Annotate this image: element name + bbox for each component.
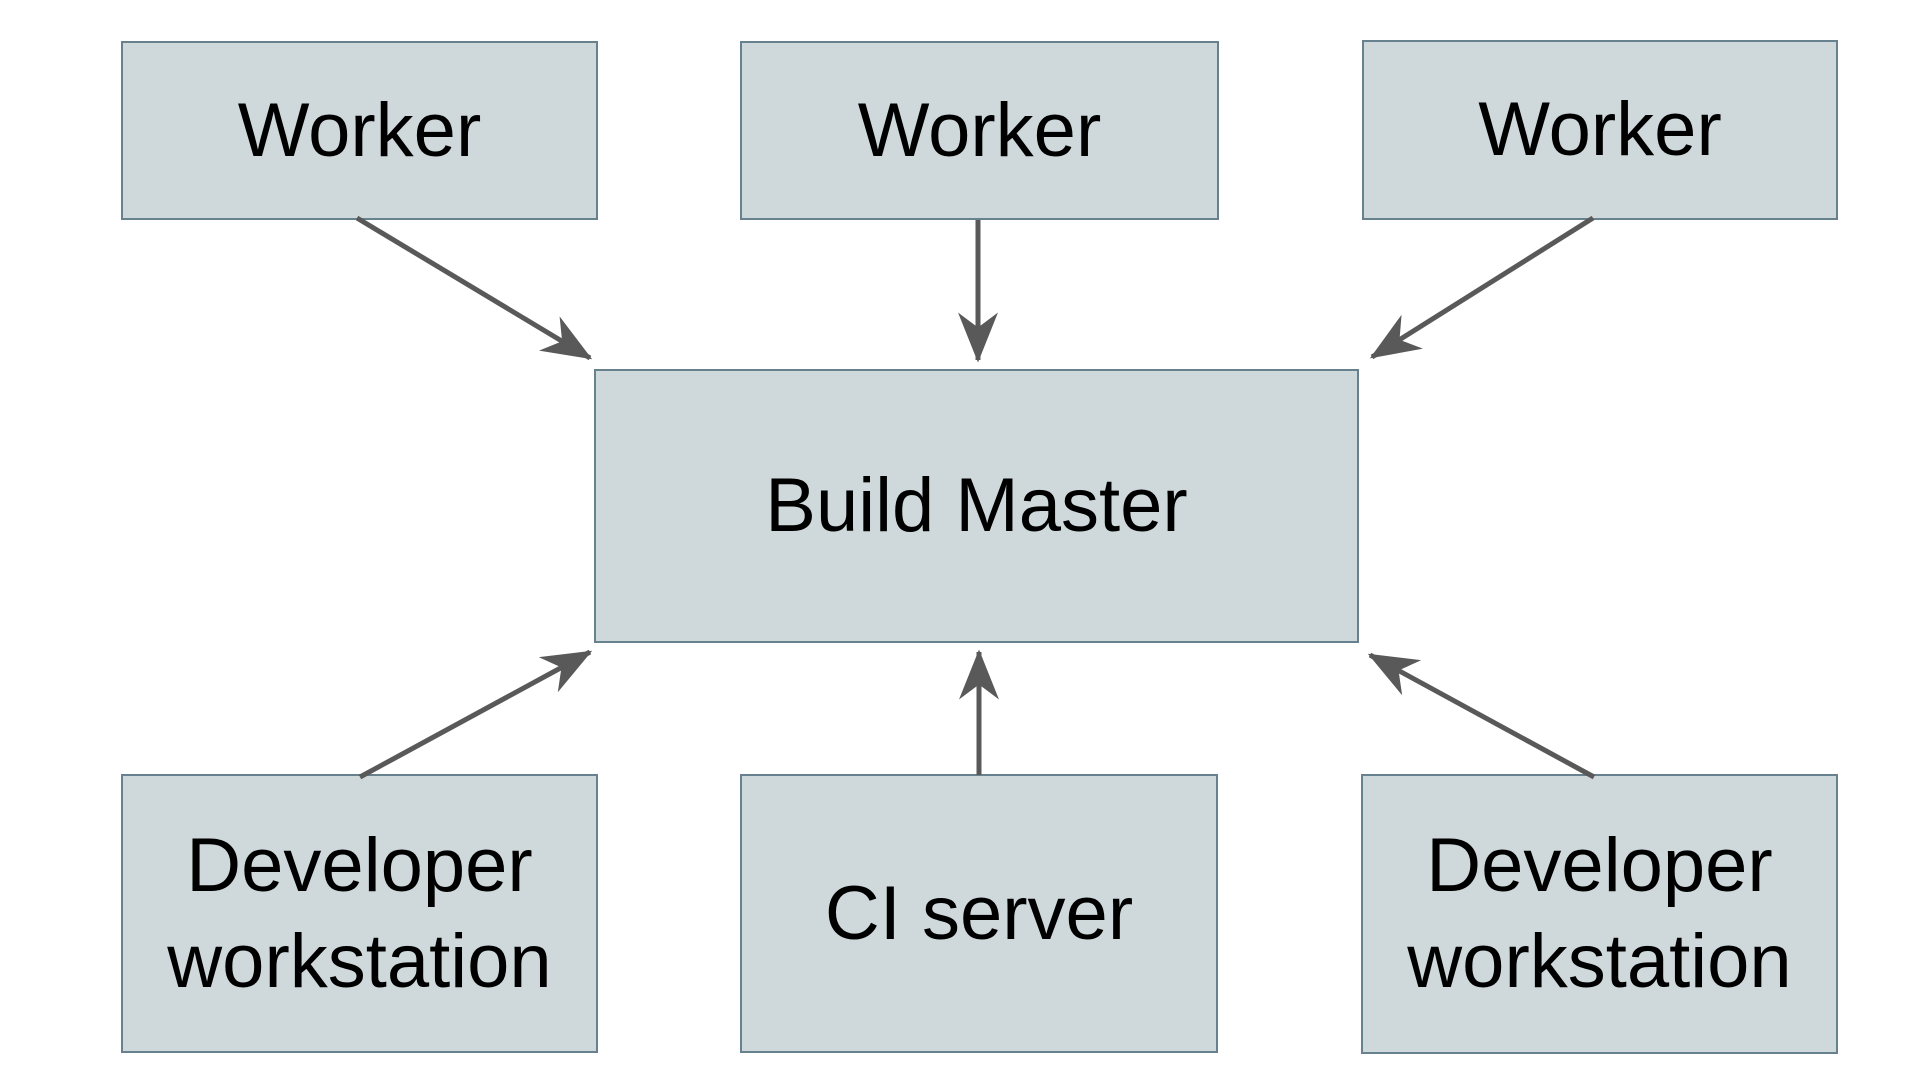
- node-worker-2: Worker: [740, 41, 1219, 220]
- node-worker-1: Worker: [121, 41, 598, 220]
- node-worker-3-label: Worker: [1478, 87, 1722, 173]
- arrow-worker-3-to-build-master: [1369, 215, 1595, 360]
- node-worker-2-label: Worker: [857, 87, 1102, 173]
- arrow-worker-1-to-build-master: [355, 215, 593, 361]
- arrow-developer-workstation-1-to-build-master: [358, 649, 593, 780]
- node-worker-3: Worker: [1362, 40, 1838, 220]
- node-developer-workstation-2: Developer workstation: [1361, 774, 1838, 1054]
- node-developer-workstation-2-label: Developer workstation: [1407, 823, 1792, 1004]
- node-ci-server: CI server: [740, 774, 1218, 1053]
- node-build-master-label: Build Master: [765, 463, 1188, 549]
- node-ci-server-label: CI server: [824, 870, 1134, 956]
- node-developer-workstation-1: Developer workstation: [121, 774, 598, 1053]
- arrow-developer-workstation-2-to-build-master: [1367, 652, 1596, 780]
- node-worker-1-label: Worker: [237, 87, 482, 173]
- node-build-master: Build Master: [594, 369, 1359, 643]
- node-developer-workstation-1-label: Developer workstation: [167, 822, 552, 1004]
